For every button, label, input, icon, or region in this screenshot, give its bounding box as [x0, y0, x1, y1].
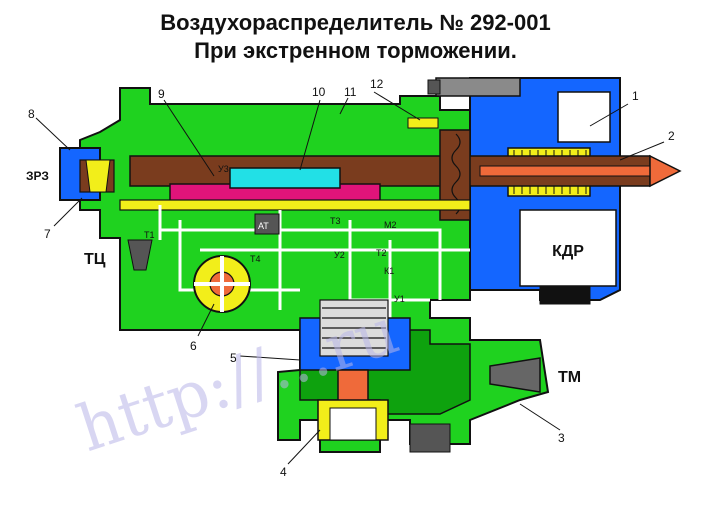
label-u3: У3 [218, 164, 229, 174]
label-t2: Т2 [376, 248, 387, 258]
label-m2: М2 [384, 220, 397, 230]
label-tc: ТЦ [84, 251, 106, 268]
callout-8: 8 [28, 107, 35, 121]
label-zrz: ЗРЗ [26, 169, 49, 183]
label-kdr: КДР [552, 243, 584, 260]
cyan-chamber [229, 167, 341, 189]
valve-stem-12 [407, 117, 439, 129]
callout-lines [35, 91, 665, 465]
tm-port-filter [489, 357, 541, 393]
callout-11: 11 [344, 85, 357, 99]
main-diaphragm [439, 129, 471, 221]
diagram-title-line-1: Воздухораспределитель № 292-001 [160, 10, 551, 35]
callout-3: 3 [558, 431, 565, 445]
label-t3: Т3 [330, 216, 341, 226]
rotary-valve-spokes [194, 256, 250, 312]
callout-1: 1 [632, 89, 639, 103]
callout-7: 7 [44, 227, 51, 241]
label-tm: ТМ [558, 369, 581, 386]
kdr-lower-cavity [519, 209, 617, 287]
lower-spring-coils [322, 307, 386, 349]
label-t4: Т4 [250, 254, 261, 264]
label-at: АТ [258, 221, 269, 231]
callout-12: 12 [370, 77, 384, 91]
callout-4: 4 [280, 465, 287, 479]
label-u1: У1 [394, 294, 405, 304]
callout-2: 2 [668, 129, 675, 143]
callout-9: 9 [158, 87, 165, 101]
diaphragm-waves [451, 133, 461, 215]
rod-inner-channel [479, 165, 651, 177]
bottom-plug [409, 423, 451, 453]
kdr-inner-cavity [557, 91, 611, 143]
yellow-seat-plate [119, 199, 471, 211]
rod-tip [649, 154, 682, 188]
top-bolt [435, 77, 521, 97]
kdr-plug [539, 285, 591, 305]
zrz-filter [85, 159, 111, 193]
at-fitting [254, 213, 280, 235]
diagram-title-line-2: При экстренном торможении. [194, 38, 517, 63]
yellow-cup-inner [329, 407, 377, 441]
label-t1: Т1 [144, 230, 155, 240]
tc-port-filter [127, 239, 153, 271]
callout-10: 10 [312, 85, 326, 99]
label-k1: К1 [384, 266, 394, 276]
top-bolt-head [427, 79, 441, 95]
callout-5: 5 [230, 351, 237, 365]
callout-6: 6 [190, 339, 197, 353]
label-u2: У2 [334, 250, 345, 260]
